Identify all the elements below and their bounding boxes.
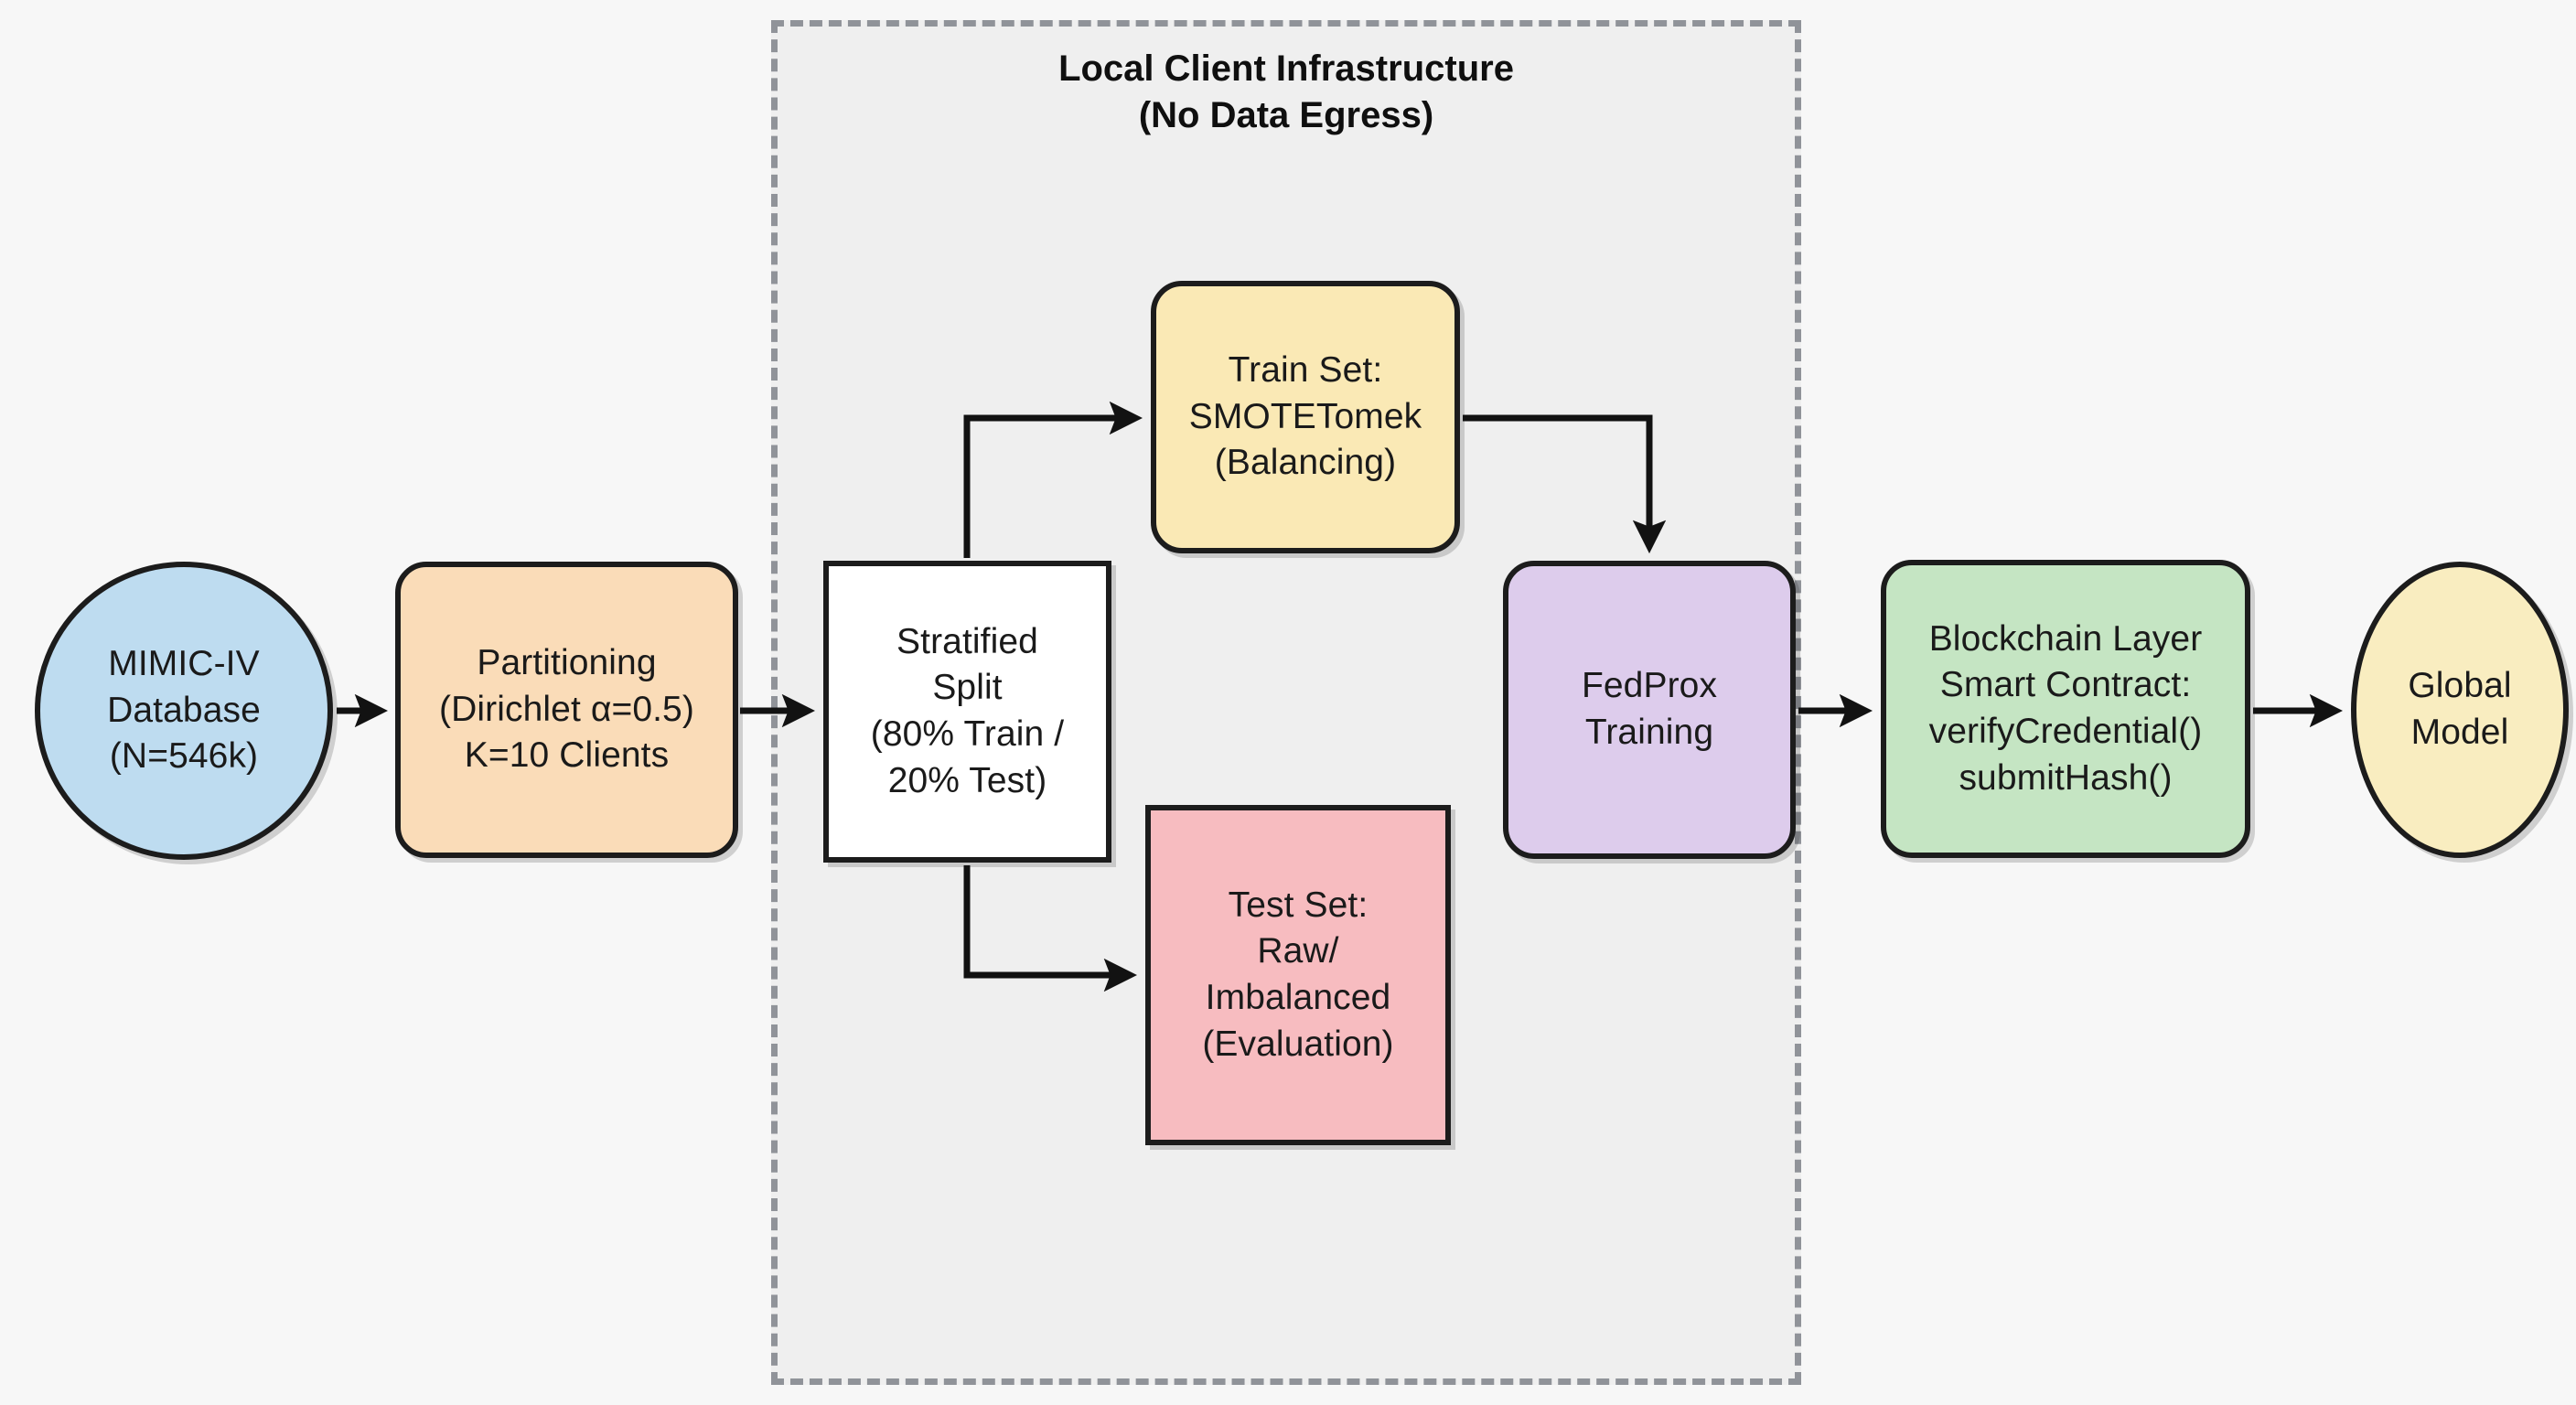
partitioning-node-label: Partitioning (Dirichlet α=0.5) K=10 Clie…: [439, 642, 694, 776]
global-model-node-label: Global Model: [2408, 666, 2512, 752]
train-set-smotetomek-node-label: Train Set: SMOTETomek (Balancing): [1188, 349, 1422, 483]
mimic-iv-database-node-label: MIMIC-IV Database (N=546k): [107, 643, 261, 777]
stratified-split-node-label: Stratified Split (80% Train / 20% Test): [870, 621, 1065, 800]
fedprox-training-node-label: FedProx Training: [1581, 666, 1718, 752]
fedprox-training-node[interactable]: FedProx Training: [1503, 561, 1796, 859]
partitioning-node[interactable]: Partitioning (Dirichlet α=0.5) K=10 Clie…: [395, 562, 738, 858]
stratified-split-node[interactable]: Stratified Split (80% Train / 20% Test): [823, 561, 1111, 863]
blockchain-layer-node-label: Blockchain Layer Smart Contract: verifyC…: [1928, 618, 2203, 798]
cluster-title-label: Local Client Infrastructure (No Data Egr…: [1058, 48, 1514, 136]
train-set-smotetomek-node[interactable]: Train Set: SMOTETomek (Balancing): [1151, 281, 1460, 553]
blockchain-layer-node[interactable]: Blockchain Layer Smart Contract: verifyC…: [1881, 560, 2250, 858]
mimic-iv-database-node[interactable]: MIMIC-IV Database (N=546k): [35, 562, 333, 860]
global-model-node[interactable]: Global Model: [2351, 562, 2569, 858]
test-set-raw-imbalanced-node-label: Test Set: Raw/ Imbalanced (Evaluation): [1202, 885, 1394, 1064]
test-set-raw-imbalanced-node[interactable]: Test Set: Raw/ Imbalanced (Evaluation): [1145, 805, 1451, 1145]
